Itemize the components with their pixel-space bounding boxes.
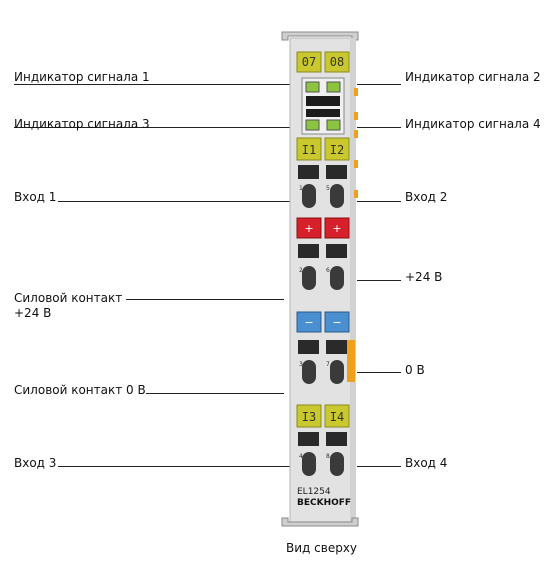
minus-sign-left: − (304, 316, 313, 329)
spring-3 (302, 360, 316, 384)
pin-3: 3 (299, 361, 303, 368)
plus-sign-left: + (304, 222, 313, 235)
tag-I2 (324, 137, 350, 161)
label-signal1: Индикатор сигнала 1 (14, 70, 150, 84)
caption-top-view: Вид сверху (286, 541, 358, 555)
pin-7: 7 (326, 361, 330, 368)
spring-7 (330, 360, 344, 384)
tag-08 (324, 51, 350, 73)
label-power-plus-line1: Силовой контакт (14, 291, 123, 305)
led-signal2 (326, 81, 341, 93)
tag-plus-right (324, 217, 350, 239)
side-contact-5 (354, 190, 358, 198)
label-power-zero: Силовой контакт 0 В (14, 383, 146, 397)
leader-input3 (58, 466, 310, 467)
slot-6a (326, 244, 347, 258)
orange-bar (347, 340, 355, 382)
slot-1a (298, 165, 319, 179)
slot-2a (298, 244, 319, 258)
leader-signal2 (357, 84, 401, 85)
tag-plus-left (296, 217, 322, 239)
leader-input2 (357, 201, 401, 202)
leader-input4 (357, 466, 401, 467)
leader-signal3 (14, 127, 302, 128)
brand-text: BECKHOFF (297, 498, 351, 508)
leader-input1 (58, 201, 310, 202)
side-contact-2 (354, 112, 358, 120)
leader-signal1 (14, 84, 302, 85)
label-signal2: Индикатор сигнала 2 (405, 70, 541, 84)
led-signal1 (305, 81, 320, 93)
label-input1: Вход 1 (14, 190, 57, 204)
label-input4: Вход 4 (405, 456, 448, 470)
pin-4: 4 (299, 453, 303, 460)
led-signal4 (326, 119, 341, 131)
tag-I2-text: I2 (330, 143, 344, 157)
slot-7a (326, 340, 347, 354)
pin-8: 8 (326, 453, 330, 460)
tag-I1-text: I1 (302, 143, 316, 157)
label-signal4: Индикатор сигнала 4 (405, 117, 541, 131)
slot-5a (326, 165, 347, 179)
label-signal3: Индикатор сигнала 3 (14, 117, 150, 131)
leader-zero (357, 372, 401, 373)
tag-07-text: 07 (302, 55, 316, 69)
leader-signal4 (357, 127, 401, 128)
tag-minus-right (324, 311, 350, 333)
spring-4 (302, 452, 316, 476)
pin-2: 2 (299, 267, 303, 274)
label-power-plus-line2: +24 В (14, 306, 52, 320)
tag-minus-left (296, 311, 322, 333)
spring-5 (330, 184, 344, 208)
tag-I3-text: I3 (302, 410, 316, 424)
leader-power-plus (126, 299, 284, 300)
minus-sign-right: − (332, 316, 341, 329)
bottom-clip (281, 517, 359, 527)
side-contact-4 (354, 160, 358, 168)
label-zero: 0 В (405, 363, 425, 377)
side-contact-3 (354, 130, 358, 138)
module-side-strip (350, 38, 356, 522)
slot-8a (326, 432, 347, 446)
tag-07 (296, 51, 322, 73)
leader-plus24 (357, 280, 401, 281)
pin-5: 5 (326, 185, 330, 192)
plus-sign-right: + (332, 222, 341, 235)
label-input3: Вход 3 (14, 456, 57, 470)
side-contact-1 (354, 88, 358, 96)
label-input2: Вход 2 (405, 190, 448, 204)
slot-3a (298, 340, 319, 354)
pin-1: 1 (299, 185, 303, 192)
led-signal3 (305, 119, 320, 131)
pin-6: 6 (326, 267, 330, 274)
spring-2 (302, 266, 316, 290)
spring-1 (302, 184, 316, 208)
top-clip (281, 31, 359, 41)
led-slot-b (306, 109, 340, 117)
spring-8 (330, 452, 344, 476)
label-plus24: +24 В (405, 270, 443, 284)
model-text: EL1254 (297, 487, 331, 497)
tag-I4 (324, 404, 350, 428)
led-slot-a (306, 96, 340, 106)
spring-6 (330, 266, 344, 290)
tag-I4-text: I4 (330, 410, 344, 424)
tag-I3 (296, 404, 322, 428)
leader-power-zero (146, 393, 284, 394)
tag-08-text: 08 (330, 55, 344, 69)
slot-4a (298, 432, 319, 446)
tag-I1 (296, 137, 322, 161)
